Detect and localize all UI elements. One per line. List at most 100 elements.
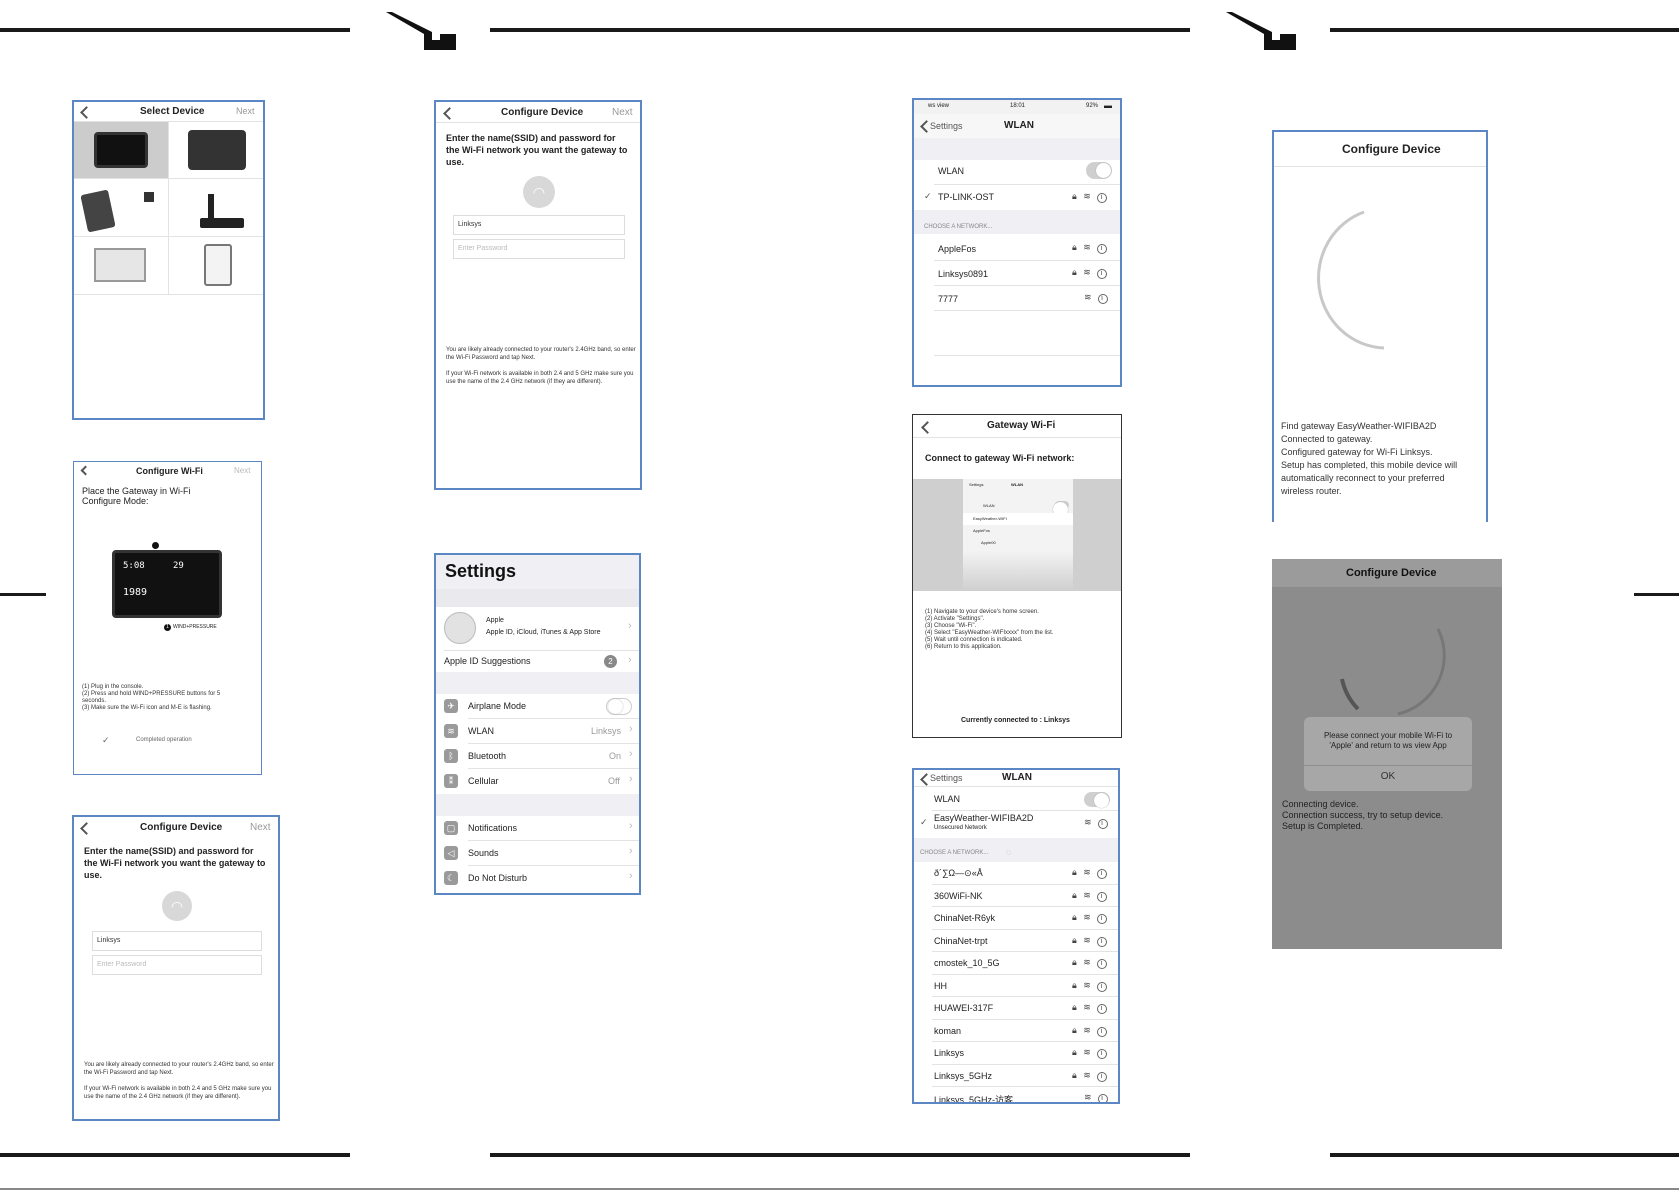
configure-progress-screen: Configure Device Find gateway EasyWeathe… <box>1272 130 1488 522</box>
settings-row-value: Off <box>608 776 620 786</box>
back-chevron-icon[interactable] <box>80 106 93 119</box>
screen-title: Configure Wi-Fi <box>136 466 203 476</box>
cellular-icon: ⁑ <box>444 774 458 788</box>
settings-row-label: Airplane Mode <box>468 701 527 711</box>
gateway-base-icon <box>200 218 244 228</box>
indoor-sensor-icon <box>204 244 232 286</box>
wlan-screen-b: Settings WLAN WLAN ✓ EasyWeather-WIFIBA2… <box>912 768 1120 1104</box>
status-log: Connecting device. Connection success, t… <box>1282 799 1444 831</box>
lock-wifi-info-icon: 🔒︎ ≋ i <box>1072 267 1108 279</box>
wlan-preview-image: Settings WLAN WLAN EasyWeather-WIFI Appl… <box>913 479 1121 591</box>
wlan-toggle[interactable] <box>1086 162 1112 179</box>
connected-network-row[interactable]: ✓ EasyWeather-WIFIBA2D Unsecured Network… <box>914 811 1118 837</box>
back-chevron-icon[interactable] <box>921 421 934 434</box>
settings-row-label: WLAN <box>468 726 495 736</box>
settings-row-sounds[interactable]: ◁ Sounds › <box>436 841 639 865</box>
chevron-right-icon: › <box>629 773 633 785</box>
callout-number: 1 <box>166 624 169 630</box>
device-tile-gateway-base[interactable] <box>170 180 263 236</box>
battery-icon: ▬ <box>1104 101 1112 110</box>
device-tile-gateway-sensor[interactable] <box>74 180 168 236</box>
back-chevron-icon[interactable] <box>80 465 91 476</box>
loading-spinner-icon: ◌ <box>1006 847 1012 857</box>
completed-operation-label[interactable]: Completed operation <box>136 737 192 743</box>
wifi-info-icon: ≋ i <box>1084 1092 1109 1102</box>
lock-wifi-info-icon: 🔒︎ ≋ i <box>1072 1002 1108 1014</box>
apple-id-suggestions-row[interactable]: Apple ID Suggestions 2 › <box>436 651 639 671</box>
settings-row-do-not-disturb[interactable]: ☾ Do Not Disturb › <box>436 866 639 890</box>
device-tile-console-a[interactable] <box>74 122 168 178</box>
password-input[interactable]: Enter Password <box>92 955 262 975</box>
network-row[interactable]: 7777 ≋ i <box>914 286 1120 310</box>
settings-row-airplane[interactable]: ✈ Airplane Mode <box>436 694 639 718</box>
wlan-toggle[interactable] <box>1084 792 1110 808</box>
airplane-mode-toggle[interactable] <box>606 698 632 715</box>
screen-title: Select Device <box>140 106 205 117</box>
network-row[interactable]: ChinaNet-trpt🔒︎ ≋ i <box>914 930 1118 952</box>
network-row[interactable]: Linksys🔒︎ ≋ i <box>914 1042 1118 1065</box>
suggestions-badge: 2 <box>604 655 617 668</box>
network-name: ChinaNet-R6yk <box>934 913 996 923</box>
lock-wifi-info-icon: 🔒︎ ≋ i <box>1072 1047 1108 1059</box>
network-name: HUAWEI-317F <box>934 1003 994 1013</box>
network-row[interactable]: Linksys0891 🔒︎ ≋ i <box>914 261 1120 285</box>
device-tile-sensor[interactable] <box>170 238 263 294</box>
settings-row-notifications[interactable]: ▢ Notifications › <box>436 816 639 840</box>
ssid-prompt: Enter the name(SSID) and password for th… <box>84 846 266 880</box>
checkmark-icon[interactable]: ✓ <box>102 735 110 745</box>
connected-network-row[interactable]: ✓ TP-LINK-OST 🔒︎ ≋ i <box>914 185 1120 209</box>
wlan-screen-a: ws view 18:01 92% ▬ Settings WLAN WLAN ✓… <box>912 98 1122 387</box>
callout-label: WIND+PRESSURE <box>173 624 217 630</box>
device-tile-display[interactable] <box>74 238 168 294</box>
wifi-info-icon: ≋ i <box>1084 292 1109 304</box>
device-tile-console-b[interactable] <box>170 122 263 178</box>
network-row[interactable]: HH🔒︎ ≋ i <box>914 975 1118 997</box>
lock-wifi-info-icon: 🔒︎ ≋ i <box>1072 867 1108 879</box>
next-button[interactable]: Next <box>234 466 251 475</box>
wlan-label: WLAN <box>934 794 961 804</box>
network-row[interactable]: 360WiFi-NK🔒︎ ≋ i <box>914 885 1118 907</box>
alert-ok-button[interactable]: OK <box>1380 771 1396 782</box>
settings-row-cellular[interactable]: ⁑ Cellular Off › <box>436 769 639 793</box>
network-row[interactable]: AppleFos 🔒︎ ≋ i <box>914 236 1120 260</box>
margin-mark-right <box>1634 593 1679 596</box>
configure-wifi-screen: Configure Wi-Fi Next Place the Gateway i… <box>73 461 262 775</box>
apple-id-name: Apple <box>486 617 504 624</box>
settings-row-bluetooth[interactable]: ᛒ Bluetooth On › <box>436 744 639 768</box>
network-row[interactable]: ð´∑Ω—⊙«Å🔒︎ ≋ i <box>914 862 1118 885</box>
network-row[interactable]: koman🔒︎ ≋ i <box>914 1020 1118 1042</box>
settings-row-value: On <box>609 751 622 761</box>
next-button[interactable]: Next <box>612 107 633 118</box>
next-button[interactable]: Next <box>250 822 271 833</box>
network-name: TP-LINK-OST <box>938 192 995 202</box>
chevron-right-icon: › <box>628 620 632 632</box>
configure-device-screen-b: Configure Device Next Enter the name(SSI… <box>434 100 642 490</box>
settings-row-wlan[interactable]: ≋ WLAN Linksys › <box>436 719 639 743</box>
back-label[interactable]: Settings <box>930 773 963 783</box>
brand-logo-icon <box>1226 12 1296 50</box>
ssid-prompt: Enter the name(SSID) and password for th… <box>446 133 628 167</box>
next-button[interactable]: Next <box>236 106 255 116</box>
screen-title: Gateway Wi-Fi <box>987 420 1056 431</box>
ssid-input[interactable]: Linksys <box>92 931 262 951</box>
footer-rule-right <box>1330 1153 1679 1157</box>
back-chevron-icon[interactable] <box>443 107 456 120</box>
progress-spinner-icon <box>1340 628 1446 716</box>
progress-log: Find gateway EasyWeather-WIFIBA2D Connec… <box>1281 421 1458 496</box>
network-name: Linksys_5GHz <box>934 1070 993 1081</box>
password-input[interactable]: Enter Password <box>453 239 625 259</box>
chevron-right-icon: › <box>628 654 632 666</box>
apple-id-row[interactable]: Apple Apple ID, iCloud, iTunes & App Sto… <box>436 607 639 649</box>
chevron-right-icon: › <box>629 723 633 735</box>
network-row[interactable]: Linksys_5GHz🔒︎ ≋ i <box>914 1065 1118 1087</box>
network-row[interactable]: ChinaNet-R6yk🔒︎ ≋ i <box>914 907 1118 930</box>
lock-wifi-info-icon: 🔒︎ ≋ i <box>1072 191 1108 203</box>
ssid-input[interactable]: Linksys <box>453 215 625 235</box>
alert-message: Please connect your mobile Wi-Fi to 'App… <box>1323 731 1453 750</box>
network-row[interactable]: Linksys_5GHz-访客≋ i <box>914 1087 1118 1102</box>
settings-title: Settings <box>445 561 517 581</box>
network-row[interactable]: cmostek_10_5G🔒︎ ≋ i <box>914 952 1118 975</box>
back-label[interactable]: Settings <box>930 121 963 131</box>
back-chevron-icon[interactable] <box>80 822 93 835</box>
network-row[interactable]: HUAWEI-317F 🔒︎ ≋ i <box>914 997 1118 1020</box>
